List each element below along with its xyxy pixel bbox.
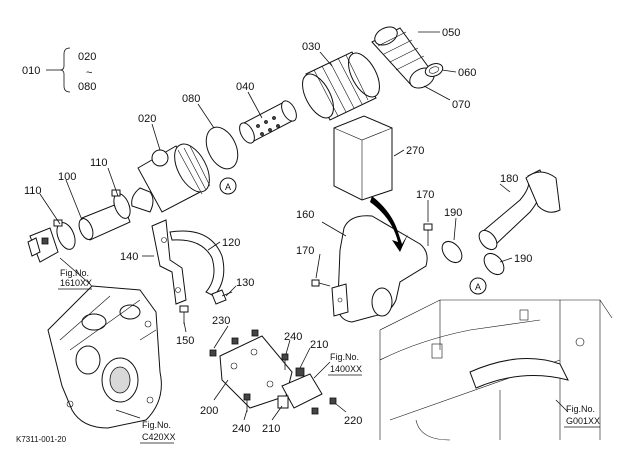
part-label-240-upper: 240 <box>284 331 302 343</box>
figref-c420xx: Fig.No. C420XX <box>140 420 176 444</box>
band-120 <box>169 230 225 297</box>
hose-180 <box>478 169 561 251</box>
part-label-020: 020 <box>138 113 156 125</box>
figref-g001xx: Fig.No. G001XX <box>564 404 600 428</box>
inner-element-040 <box>239 100 297 144</box>
part-label-030: 030 <box>302 41 320 53</box>
figref-1400xx-line2: 1400XX <box>330 364 362 374</box>
part-label-040: 040 <box>236 81 254 93</box>
hose-clamp-190-upper <box>441 240 463 264</box>
part-label-050: 050 <box>442 27 460 39</box>
part-label-070: 070 <box>452 99 470 111</box>
part-label-170-upper: 170 <box>416 189 434 201</box>
bolt-170-upper <box>423 223 433 246</box>
part-label-180: 180 <box>500 173 518 185</box>
direction-arrow <box>370 196 408 252</box>
part-label-190-lower: 190 <box>514 253 532 265</box>
frame-structure <box>379 299 613 441</box>
figref-c420xx-line2: C420XX <box>142 432 176 442</box>
part-label-190-upper: 190 <box>444 207 462 219</box>
figref-c420xx-line1: Fig.No. <box>142 420 171 430</box>
part-label-230: 230 <box>212 315 230 327</box>
part-label-210-upper: 210 <box>310 339 328 351</box>
hose-clamp-110-lower <box>53 219 76 250</box>
figref-g001xx-line2: G001XX <box>566 416 600 426</box>
figref-1610xx: Fig.No. 1610XX <box>58 268 92 290</box>
bolt-170-lower <box>311 279 331 287</box>
filter-element-030 <box>302 51 380 121</box>
intake-pipe-stub <box>27 227 59 263</box>
ring-060 <box>424 63 444 77</box>
o-ring-080 <box>205 126 239 170</box>
duct-160 <box>331 215 428 323</box>
part-label-210-lower: 210 <box>262 423 280 435</box>
bolt-130 <box>211 289 233 305</box>
box-270 <box>333 115 393 201</box>
dust-cover-050 <box>371 26 435 89</box>
bolt-150 <box>179 305 189 324</box>
connector-a-2-label: A <box>475 282 481 292</box>
part-label-120: 120 <box>222 237 240 249</box>
connector-a-1-label: A <box>225 182 231 192</box>
part-label-220: 220 <box>344 415 362 427</box>
transmission-case <box>47 285 162 429</box>
part-label-080: 080 <box>182 93 200 105</box>
bolt-240-upper <box>281 353 289 370</box>
hose-clamp-190-lower <box>483 252 505 276</box>
connector-a-2 <box>469 277 487 295</box>
assembly-range-sep: ~ <box>86 67 92 79</box>
air-cleaner-body-020 <box>131 143 211 213</box>
assembly-bracket <box>46 47 71 93</box>
figref-1400xx-line1: Fig.No. <box>330 352 359 362</box>
part-label-240-lower: 240 <box>232 423 250 435</box>
part-label-060: 060 <box>458 67 476 79</box>
assembly-range-bottom: 080 <box>78 81 96 93</box>
figref-g001xx-line1: Fig.No. <box>566 404 595 414</box>
part-label-110-upper: 110 <box>90 157 108 169</box>
mounting-bracket-140 <box>151 219 187 305</box>
bolts-230 <box>209 329 259 357</box>
part-label-200: 200 <box>200 405 218 417</box>
part-label-170-lower: 170 <box>296 245 314 257</box>
connector-a-1 <box>219 177 237 195</box>
drawing-code: K7311-001-20 <box>16 435 67 444</box>
part-label-110-lower: 110 <box>24 185 42 197</box>
part-label-130: 130 <box>236 277 254 289</box>
part-label-100: 100 <box>58 171 76 183</box>
assembly-label: 010 <box>22 65 40 77</box>
part-label-140: 140 <box>120 251 138 263</box>
part-label-160: 160 <box>296 209 314 221</box>
figref-1400xx: Fig.No. 1400XX <box>328 352 362 376</box>
figref-1610xx-line2: 1610XX <box>60 278 92 288</box>
figref-1610xx-line1: Fig.No. <box>60 268 89 278</box>
part-label-270: 270 <box>406 145 424 157</box>
part-label-150: 150 <box>176 335 194 347</box>
screws-220 <box>311 397 337 415</box>
leader-lines <box>39 31 569 421</box>
assembly-range-top: 020 <box>78 51 96 63</box>
